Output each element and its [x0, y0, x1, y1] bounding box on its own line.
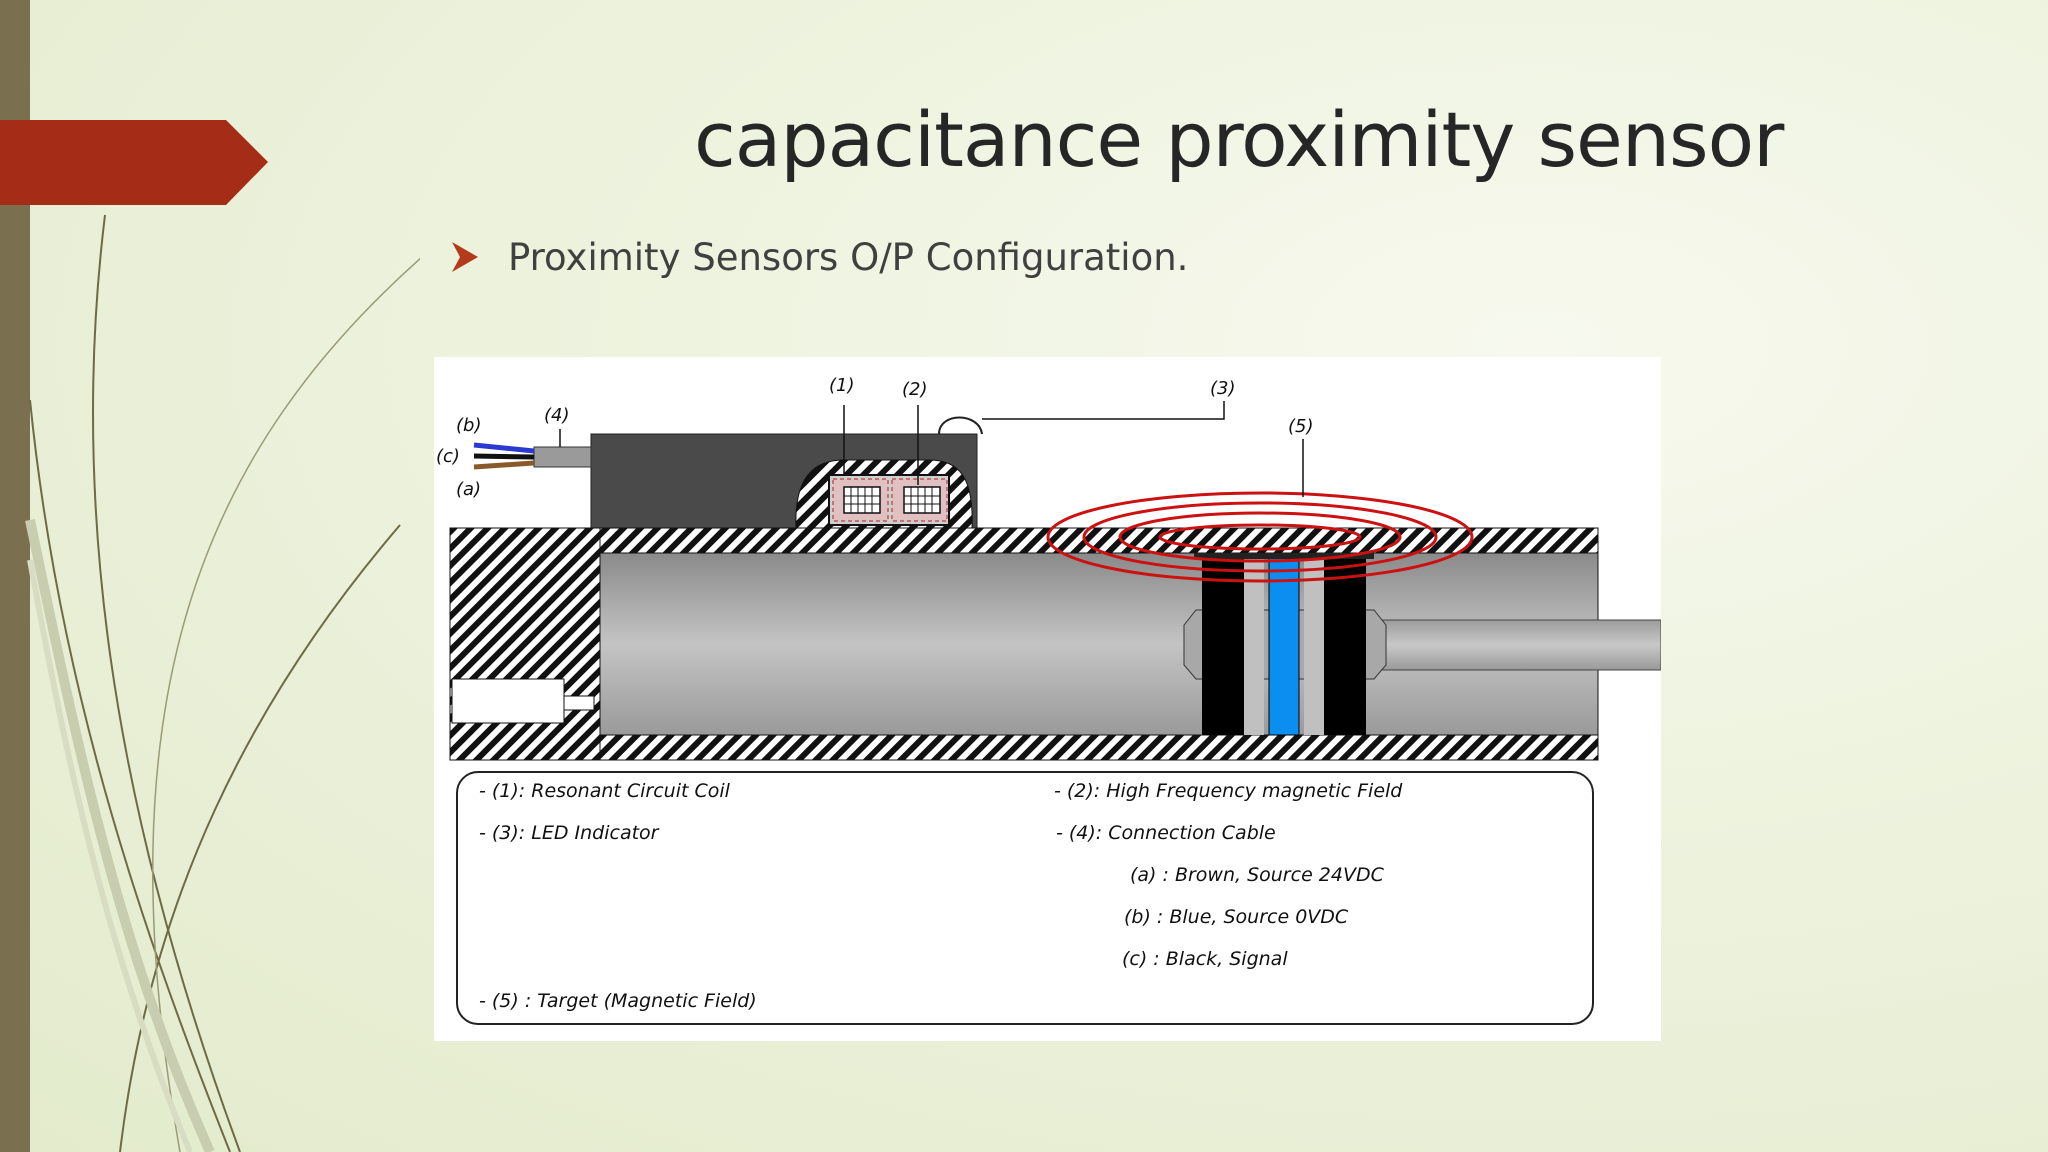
sensor-diagram: (1) (2) (3) (5) (4) (b) (c) (a) - (1): R… — [434, 357, 1661, 1041]
wire-black — [473, 453, 535, 460]
bullet-item: Proximity Sensors O/P Configuration. — [452, 232, 1188, 282]
callout-4: (4) — [544, 405, 570, 426]
legend-item-4: - (4): Connection Cable — [1056, 822, 1276, 844]
slide-title: capacitance proximity sensor — [694, 95, 1784, 184]
callout-b: (b) — [456, 415, 482, 436]
callout-a: (a) — [456, 479, 482, 500]
magnetic-field — [1046, 491, 1474, 583]
legend-item-1: - (1): Resonant Circuit Coil — [479, 780, 730, 802]
decorative-lines — [25, 214, 420, 1152]
legend-item-4b: (b) : Blue, Source 0VDC — [1124, 906, 1349, 928]
legend-box — [456, 771, 1594, 1025]
callout-2: (2) — [902, 379, 928, 400]
callout-1: (1) — [829, 375, 855, 396]
callout-5: (5) — [1288, 416, 1314, 437]
legend-item-4a: (a) : Brown, Source 24VDC — [1130, 864, 1384, 886]
wire-brown — [473, 460, 535, 470]
callout-c: (c) — [436, 446, 460, 467]
callout-3: (3) — [1210, 378, 1236, 399]
bullet-text: Proximity Sensors O/P Configuration. — [508, 235, 1189, 279]
sensor-drawing — [449, 401, 1661, 761]
legend-item-3: - (3): LED Indicator — [479, 822, 659, 844]
wire-blue — [473, 442, 535, 454]
legend-item-5: - (5) : Target (Magnetic Field) — [479, 990, 757, 1012]
legend-item-2: - (2): High Frequency magnetic Field — [1054, 780, 1403, 802]
arrow-bullet-icon — [452, 242, 478, 272]
title-flag — [0, 120, 268, 205]
legend-item-4c: (c) : Black, Signal — [1122, 948, 1288, 970]
